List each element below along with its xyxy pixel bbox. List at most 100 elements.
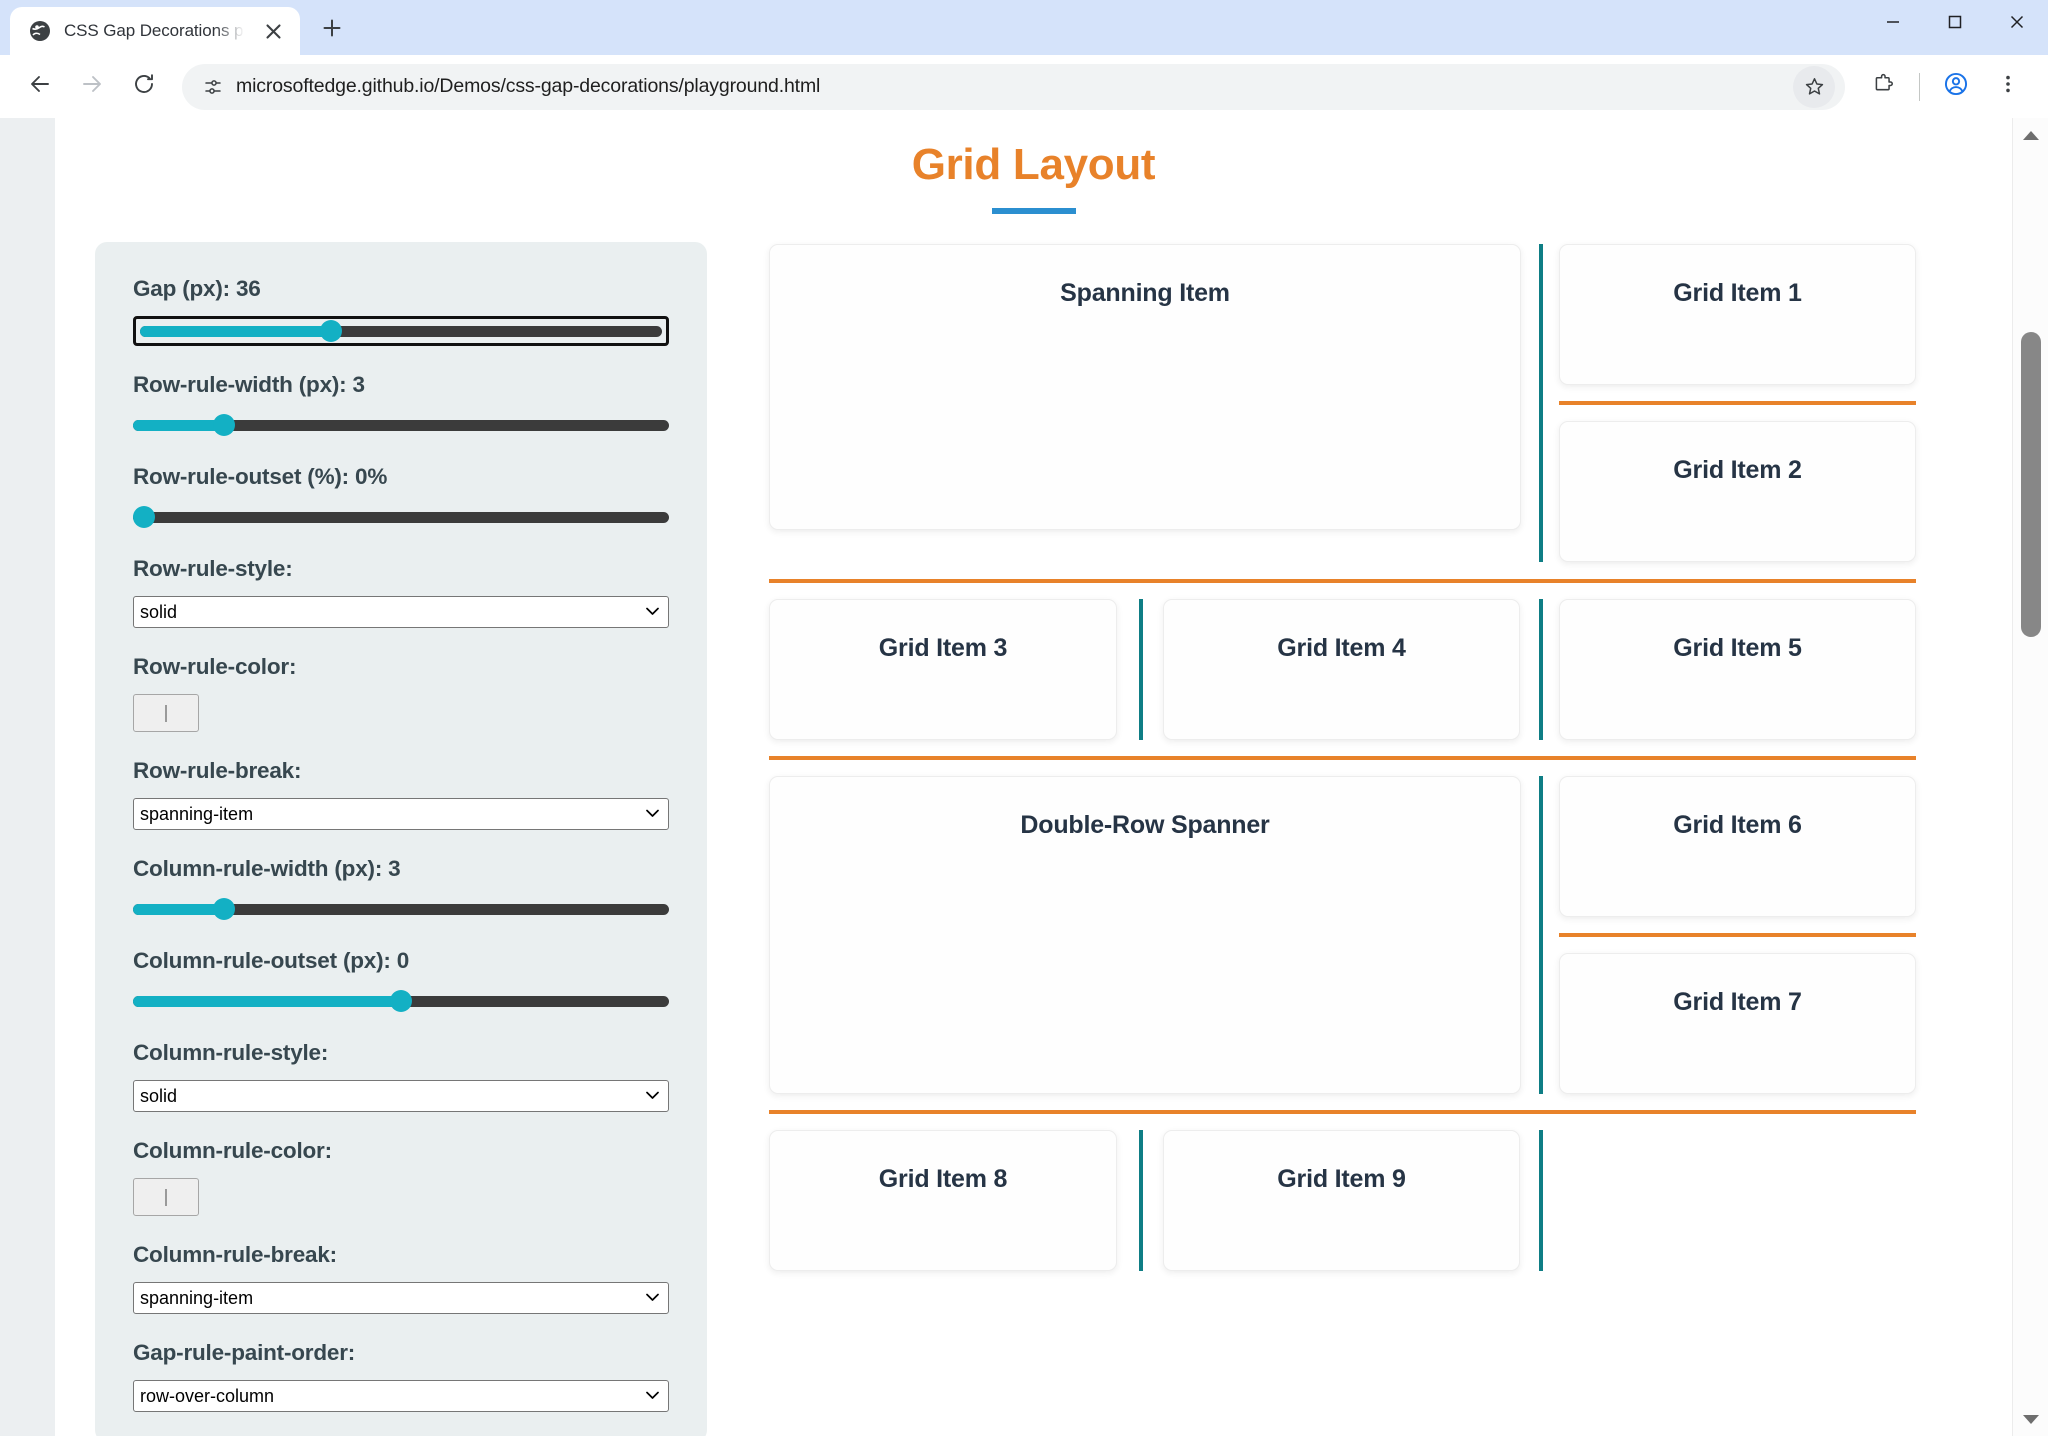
page-left-margin <box>0 118 55 1436</box>
column-rule <box>1539 776 1543 1094</box>
row-rule-color-button[interactable] <box>133 694 199 732</box>
row-rule-break-select[interactable]: spanning-item <box>133 798 669 830</box>
address-bar[interactable]: microsoftedge.github.io/Demos/css-gap-de… <box>182 63 1845 110</box>
site-settings-icon[interactable] <box>196 70 230 104</box>
row-rule-outset-label: Row-rule-outset (%): 0% <box>133 464 388 489</box>
column-rule-width-label: Column-rule-width (px): 3 <box>133 856 401 881</box>
row-rule-style-select[interactable]: solid <box>133 596 669 628</box>
tab-strip: CSS Gap Decorations playgroun <box>0 0 2048 55</box>
grid-item-label: Grid Item 7 <box>1673 988 1802 1016</box>
browser-tab[interactable]: CSS Gap Decorations playgroun <box>10 7 300 55</box>
grid-item: Grid Item 2 <box>1559 421 1916 562</box>
gap-rule-paint-order-select[interactable]: row-over-column <box>133 1380 669 1412</box>
grid-item: Grid Item 4 <box>1163 599 1520 740</box>
maximize-button[interactable] <box>1924 0 1986 48</box>
slider-fill <box>133 903 225 915</box>
slider-fill <box>133 419 225 431</box>
control-row-rule-break: Row-rule-break: spanning-item <box>133 758 669 830</box>
column-rule <box>1539 1130 1543 1271</box>
extensions-button[interactable] <box>1859 63 1907 111</box>
slider-fill <box>140 325 331 337</box>
close-icon <box>2009 14 2025 35</box>
gap-slider[interactable] <box>133 316 669 346</box>
grid-item: Grid Item 9 <box>1163 1130 1520 1271</box>
grid-item: Grid Item 8 <box>769 1130 1117 1271</box>
grid-item-label: Grid Item 8 <box>878 1165 1008 1193</box>
back-button[interactable] <box>16 63 64 111</box>
slider-thumb[interactable] <box>133 506 155 528</box>
star-icon[interactable] <box>1793 65 1835 108</box>
column-rule-color-label: Column-rule-color: <box>133 1138 332 1163</box>
grid-item: Spanning Item <box>769 244 1521 530</box>
slider-track <box>140 325 662 337</box>
row-rule-outset-slider[interactable] <box>133 504 669 530</box>
browser-menu-button[interactable] <box>1984 63 2032 111</box>
scroll-down-button[interactable] <box>2013 1402 2048 1436</box>
gap-rule-paint-order-label: Gap-rule-paint-order: <box>133 1340 356 1365</box>
forward-button[interactable] <box>68 63 116 111</box>
grid-item-label: Grid Item 6 <box>1673 811 1802 839</box>
page-viewport: Grid Layout Gap (px): 36 Row-rule-wi <box>0 118 2048 1436</box>
grid-item: Grid Item 3 <box>769 599 1117 740</box>
column-rule-style-select-wrap: solid <box>133 1080 669 1112</box>
slider-thumb[interactable] <box>213 414 236 436</box>
slider-track <box>133 511 669 523</box>
slider-thumb[interactable] <box>319 320 342 342</box>
slider-thumb[interactable] <box>213 898 236 920</box>
row-rule <box>1559 401 1916 405</box>
window-controls <box>1862 0 2048 48</box>
scroll-up-button[interactable] <box>2013 118 2048 152</box>
column-rule-break-select[interactable]: spanning-item <box>133 1282 669 1314</box>
control-column-rule-width: Column-rule-width (px): 3 <box>133 856 669 922</box>
column-rule <box>1539 599 1543 740</box>
control-gap-rule-paint-order: Gap-rule-paint-order: row-over-column <box>133 1340 669 1412</box>
control-row-rule-outset: Row-rule-outset (%): 0% <box>133 464 669 530</box>
row-rule-width-slider[interactable] <box>133 412 669 438</box>
page-title: Grid Layout <box>911 140 1156 189</box>
new-tab-button[interactable] <box>310 8 354 52</box>
row-rule <box>769 579 1916 583</box>
control-column-rule-color: Column-rule-color: <box>133 1138 669 1216</box>
three-dot-menu-icon <box>1998 74 2018 99</box>
slider-thumb[interactable] <box>390 990 412 1012</box>
page-scrollbar[interactable] <box>2012 118 2048 1436</box>
control-column-rule-style: Column-rule-style: solid <box>133 1040 669 1112</box>
column-rule-color-swatch <box>165 1188 167 1206</box>
grid-item-label: Grid Item 1 <box>1673 279 1802 307</box>
slider-track <box>133 903 669 915</box>
url-text[interactable]: microsoftedge.github.io/Demos/css-gap-de… <box>236 75 821 97</box>
column-rule-style-label: Column-rule-style: <box>133 1040 329 1065</box>
column-rule-color-button[interactable] <box>133 1178 199 1216</box>
grid-item-label: Grid Item 3 <box>878 634 1008 662</box>
grid-item: Double-Row Spanner <box>769 776 1521 1094</box>
scrollbar-thumb[interactable] <box>2021 332 2041 637</box>
globe-icon <box>28 19 52 43</box>
tab-title: CSS Gap Decorations playgroun <box>64 21 246 40</box>
column-rule-outset-slider[interactable] <box>133 988 669 1014</box>
row-rule <box>1559 933 1916 937</box>
browser-toolbar: microsoftedge.github.io/Demos/css-gap-de… <box>0 55 2048 118</box>
scroll-down-arrow-icon <box>2023 1414 2039 1424</box>
grid-item-label: Grid Item 9 <box>1277 1165 1406 1193</box>
column-rule-outset-label: Column-rule-outset (px): 0 <box>133 948 410 973</box>
row-rule <box>769 756 1916 760</box>
grid-demo-area: Spanning Item Grid Item 1 Grid Item 2 Grid … <box>769 242 1962 1354</box>
profile-button[interactable] <box>1932 63 1980 111</box>
grid-item-label: Grid Item 4 <box>1277 634 1406 662</box>
reload-icon <box>132 72 156 101</box>
minimize-button[interactable] <box>1862 0 1924 48</box>
reload-button[interactable] <box>120 63 168 111</box>
grid-item-label: Grid Item 5 <box>1673 634 1802 662</box>
control-row-rule-width: Row-rule-width (px): 3 <box>133 372 669 438</box>
close-window-button[interactable] <box>1986 0 2048 48</box>
title-underline <box>991 208 1076 214</box>
grid-item: Grid Item 7 <box>1559 953 1916 1094</box>
column-rule-style-select[interactable]: solid <box>133 1080 669 1112</box>
extensions-puzzle-icon <box>1872 73 1895 101</box>
forward-arrow-icon <box>80 72 104 101</box>
control-column-rule-outset: Column-rule-outset (px): 0 <box>133 948 669 1014</box>
column-rule-width-slider[interactable] <box>133 896 669 922</box>
grid-item-label: Double-Row Spanner <box>1020 811 1270 839</box>
close-icon[interactable] <box>258 16 288 46</box>
